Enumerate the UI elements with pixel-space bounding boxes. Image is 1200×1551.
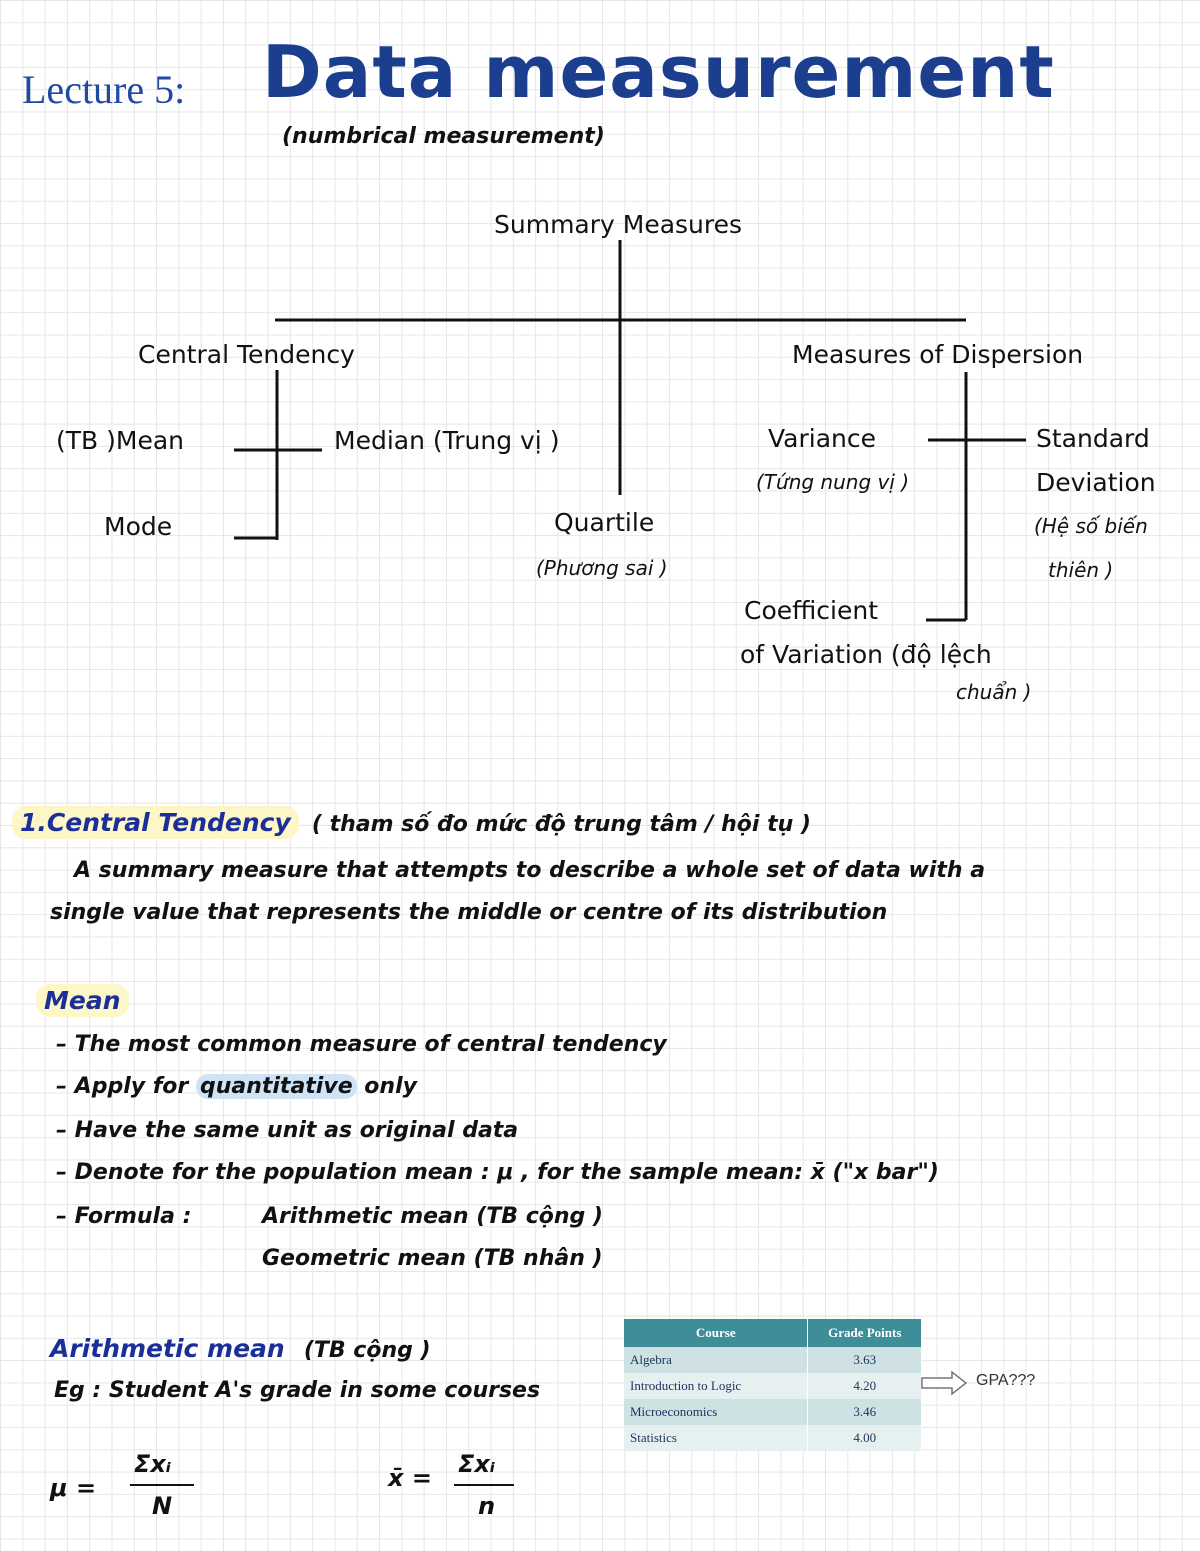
mean-bullet-4: – Denote for the population mean : μ , f…: [56, 1160, 939, 1185]
table-cell-grade: 3.63: [807, 1347, 922, 1373]
table-header-grade: Grade Points: [807, 1319, 922, 1347]
section1-desc-1: A summary measure that attempts to descr…: [74, 858, 986, 883]
formula-mu-denominator: N: [152, 1492, 173, 1520]
tree-root: Summary Measures: [494, 210, 743, 239]
arith-heading: Arithmetic mean: [50, 1334, 285, 1363]
formula-mu-fraction-bar: [130, 1484, 194, 1486]
page-title: Data measurement: [262, 30, 1055, 114]
node-cv-2: of Variation (độ lệch: [740, 640, 992, 669]
mean-bullet-2-post: only: [364, 1074, 417, 1099]
node-variance: Variance: [768, 424, 876, 453]
node-central-tendency: Central Tendency: [138, 340, 355, 369]
section1-desc-2: single value that represents the middle …: [50, 900, 888, 925]
arrow-right-icon: [921, 1370, 968, 1396]
page-subtitle: (numbrical measurement): [282, 124, 605, 149]
table-header-row: Course Grade Points: [624, 1319, 922, 1347]
table-header-course: Course: [624, 1319, 809, 1347]
mean-bullet-1-text: The most common measure of central tende…: [74, 1032, 667, 1057]
formula-xbar-fraction-bar: [454, 1484, 514, 1486]
table-cell-course: Introduction to Logic: [624, 1373, 809, 1399]
node-cv-3: chuẩn ): [956, 680, 1032, 704]
mean-bullet-2: – Apply for quantitative only: [56, 1074, 417, 1099]
arith-heading-note: (TB cộng ): [303, 1338, 431, 1363]
table-row: Statistics 4.00: [624, 1425, 922, 1451]
node-mean: (TB )Mean: [56, 426, 184, 455]
formula-mu-label: μ =: [50, 1474, 97, 1502]
section1-heading-note: ( tham số đo mức độ trung tâm / hội tụ ): [311, 812, 811, 837]
mean-heading-wrap: Mean: [36, 984, 129, 1017]
mean-bullet-3: – Have the same unit as original data: [56, 1118, 519, 1143]
gpa-label: GPA???: [976, 1372, 1036, 1389]
node-std-note-2: thiên ): [1048, 558, 1114, 582]
table-cell-course: Microeconomics: [624, 1399, 809, 1425]
node-dispersion: Measures of Dispersion: [792, 340, 1084, 369]
mean-bullet-3-text: Have the same unit as original data: [74, 1118, 519, 1143]
mean-bullet-5: – Formula :: [56, 1204, 192, 1229]
node-median: Median (Trung vị ): [334, 426, 560, 455]
table-row: Microeconomics 3.46: [624, 1399, 922, 1425]
formula-mu-numerator: Σxᵢ: [134, 1450, 172, 1478]
arith-example: Eg : Student A's grade in some courses: [54, 1378, 541, 1403]
table-cell-grade: 4.20: [807, 1373, 922, 1399]
formula-arithmetic: Arithmetic mean (TB cộng ): [262, 1204, 603, 1229]
grade-table: Course Grade Points Algebra 3.63 Introdu…: [624, 1319, 922, 1451]
table-cell-grade: 3.46: [807, 1399, 922, 1425]
mean-bullet-2-highlight: quantitative: [195, 1074, 357, 1099]
node-std-note-1: (Hệ số biến: [1034, 514, 1148, 538]
arith-heading-wrap: Arithmetic mean (TB cộng ): [50, 1334, 431, 1363]
mean-bullet-2-pre: Apply for: [74, 1074, 189, 1099]
table-cell-course: Algebra: [624, 1347, 809, 1373]
node-mode: Mode: [104, 512, 173, 541]
lecture-label: Lecture 5:: [22, 67, 186, 112]
formula-geometric: Geometric mean (TB nhân ): [262, 1246, 603, 1271]
mean-heading: Mean: [36, 984, 129, 1017]
mean-bullet-4-text: Denote for the population mean : μ , for…: [74, 1160, 939, 1185]
table-cell-course: Statistics: [624, 1425, 809, 1451]
node-variance-note: (Tứng nung vị ): [756, 470, 910, 494]
section1-heading-wrap: 1.Central Tendency ( tham số đo mức độ t…: [12, 806, 811, 839]
section1-heading: 1.Central Tendency: [12, 806, 299, 839]
node-cv-1: Coefficient: [744, 596, 879, 625]
tree-connectors: [234, 240, 1026, 622]
table-row: Introduction to Logic 4.20: [624, 1373, 922, 1399]
formula-xbar-label: x̄ =: [388, 1464, 432, 1492]
node-quartile-note: (Phương sai ): [536, 556, 668, 580]
table-cell-grade: 4.00: [807, 1425, 922, 1451]
node-std-2: Deviation: [1036, 468, 1156, 497]
table-row: Algebra 3.63: [624, 1347, 922, 1373]
node-std-1: Standard: [1036, 424, 1150, 453]
formula-xbar-numerator: Σxᵢ: [458, 1450, 496, 1478]
mean-bullet-5-label: Formula :: [74, 1204, 192, 1229]
formula-xbar-denominator: n: [478, 1492, 496, 1520]
node-quartile: Quartile: [554, 508, 655, 537]
mean-bullet-1: – The most common measure of central ten…: [56, 1032, 667, 1057]
